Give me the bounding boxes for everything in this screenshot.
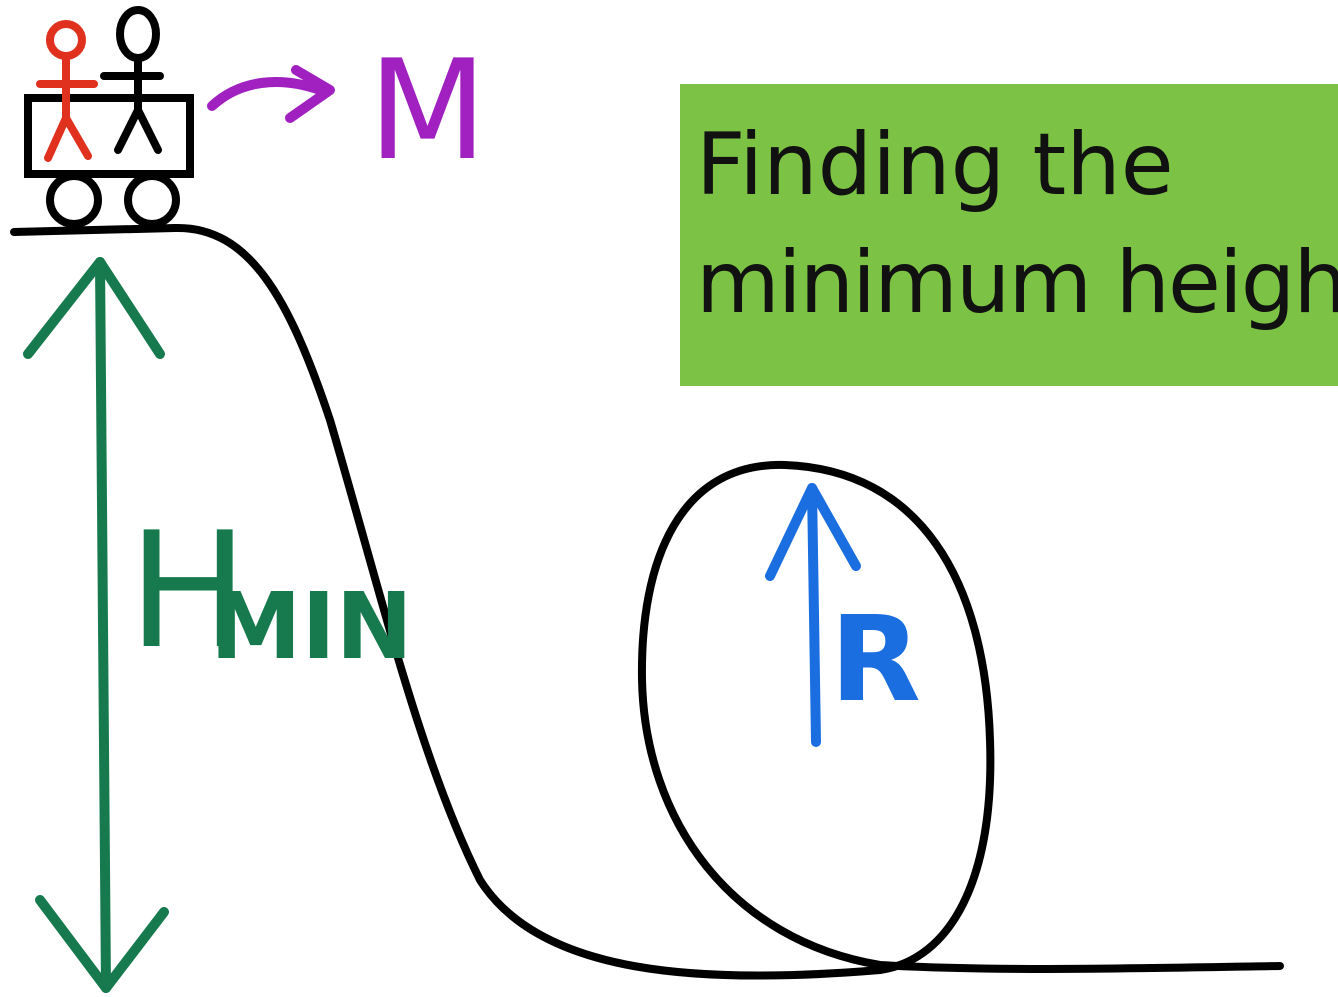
title-box: Finding the minimum height <box>680 84 1338 386</box>
mass-arrow <box>207 65 335 123</box>
title-line-2: minimum height <box>696 233 1338 333</box>
roller-coaster-track <box>10 223 1284 980</box>
title-line-1: Finding the <box>696 115 1174 215</box>
cart-wheel-left <box>46 172 102 228</box>
height-label-main: H <box>128 497 248 684</box>
height-arrow <box>23 257 169 993</box>
red-stick-figure <box>36 20 98 162</box>
radius-label: R <box>830 590 921 728</box>
black-stick-figure <box>100 6 164 154</box>
cart-body <box>24 94 194 178</box>
radius-arrow <box>765 483 861 747</box>
cart-wheel-right <box>124 172 180 228</box>
height-label-subscript: MIN <box>210 573 413 680</box>
mass-label: M <box>368 30 487 191</box>
